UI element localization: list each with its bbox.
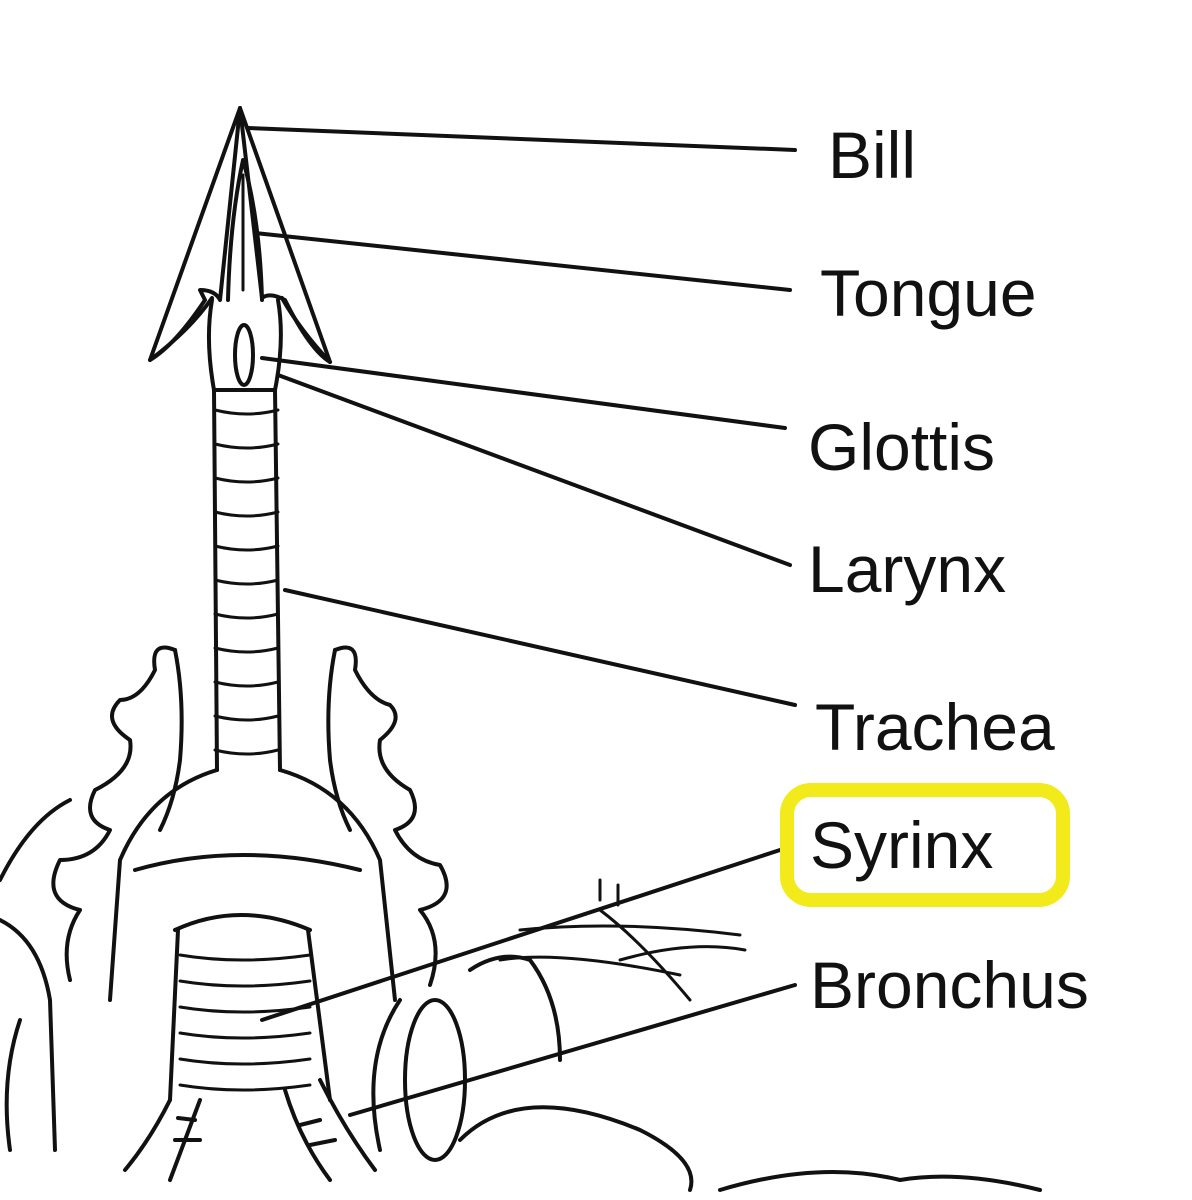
leader-trachea <box>283 588 797 707</box>
label-syrinx: Syrinx <box>810 808 993 882</box>
trachea-ring <box>213 680 280 688</box>
label-bronchus: Bronchus <box>810 948 1089 1022</box>
label-bill: Bill <box>828 118 916 192</box>
air-sacs-drawing <box>0 645 449 1152</box>
syrinx-ring <box>178 1057 312 1066</box>
bill-drawing <box>148 106 332 364</box>
trachea-ring <box>213 408 280 416</box>
trachea-ring <box>213 476 280 484</box>
leader-bill <box>246 126 797 152</box>
trachea-ring <box>213 510 280 518</box>
larynx-drawing <box>206 298 283 392</box>
syrinx-ring <box>178 953 312 962</box>
syrinx-ring <box>178 1083 312 1092</box>
trachea-ring <box>213 578 280 586</box>
trachea-ring <box>213 612 280 620</box>
trachea-drawing <box>212 388 282 772</box>
label-glottis: Glottis <box>808 410 995 484</box>
leader-glottis <box>260 356 787 430</box>
trachea-ring <box>213 714 280 722</box>
syrinx-highlight-box <box>780 783 1070 907</box>
label-tongue: Tongue <box>820 256 1037 330</box>
bronchus-drawing <box>123 998 467 1182</box>
trachea-ring <box>213 748 280 756</box>
leader-tongue <box>253 231 792 292</box>
label-larynx: Larynx <box>808 532 1006 606</box>
trachea-ring <box>213 442 280 450</box>
leader-larynx <box>276 373 792 567</box>
leader-syrinx <box>260 848 782 1022</box>
tongue-drawing <box>226 158 264 302</box>
syrinx-drawing <box>168 913 332 1102</box>
trachea-ring <box>213 544 280 552</box>
leader-lines <box>246 126 797 1117</box>
syrinx-ring <box>178 979 312 988</box>
leader-bronchus <box>348 983 797 1117</box>
trachea-ring <box>213 646 280 654</box>
label-trachea: Trachea <box>815 690 1055 764</box>
syrinx-ring <box>178 1031 312 1040</box>
